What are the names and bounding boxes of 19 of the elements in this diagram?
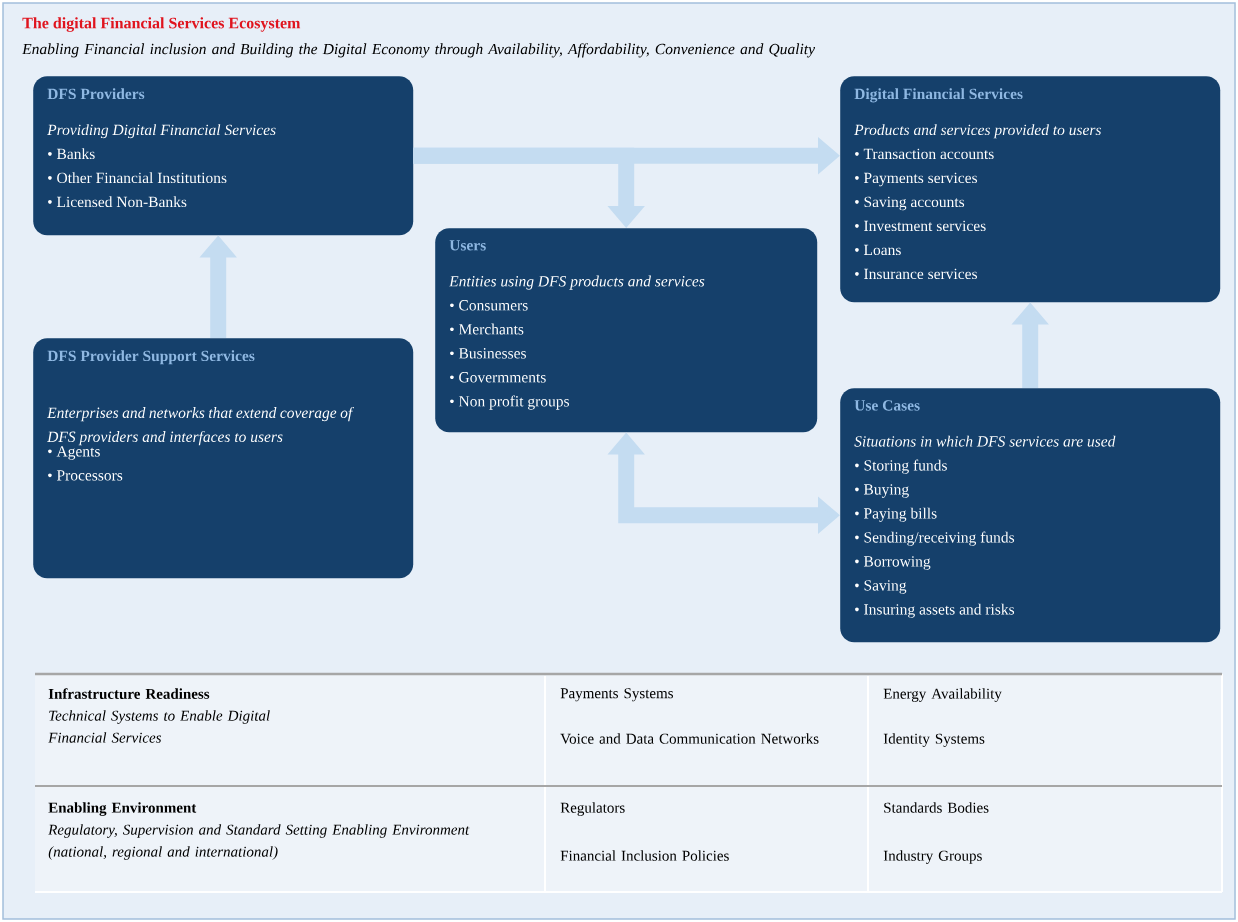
- process-box: DFS Provider Support Services Enterprises and networks that extend coverage of DFS providers and interfaces to users • Agents • Processors: [33, 338, 414, 579]
- title: The digital Financial Services Ecosystem: [22, 17, 301, 32]
- process-box: DFS Providers Providing Digital Financial Services • Banks • Other Financial Institutions • Licensed Non-Banks: [33, 76, 414, 236]
- table-text: Industry Groups: [883, 850, 982, 864]
- table-text: Energy Availability: [883, 688, 1002, 702]
- table-text: Regulatory, Supervision and Standard Setting Enabling Environment (national, regional and international): [48, 824, 470, 860]
- subtitle: Enabling Financial inclusion and Building the Digital Economy through Availability, Affordability, Convenience and Quality: [22, 43, 815, 58]
- table-text: Technical Systems to Enable Digital Financial Services: [48, 710, 270, 743]
- process-box: Users Entities using DFS products and services • Consumers • Merchants • Businesses • Govermments • Non profit groups: [435, 228, 818, 433]
- table-text: Financial Inclusion Policies: [560, 850, 729, 861]
- table-text: Identity Systems: [883, 733, 985, 747]
- table-text: Infrastructure Readiness: [48, 688, 210, 699]
- process-box: Digital Financial Services Products and services provided to users • Transaction accounts • Payments services • Saving accounts • Investment services • Loans • Insurance services: [840, 76, 1221, 303]
- table-text: Standards Bodies: [884, 802, 989, 813]
- table-text: Enabling Environment: [48, 802, 197, 816]
- table-text: Payments Systems: [560, 688, 673, 702]
- process-box: Use Cases Situations in which DFS services are used • Storing funds • Buying • Paying bills • Sending/receiving funds • Borrowing • Saving • Insuring assets and risks: [840, 388, 1221, 643]
- table-text: Regulators: [560, 802, 625, 816]
- table-text: Voice and Data Communication Networks: [560, 733, 819, 744]
